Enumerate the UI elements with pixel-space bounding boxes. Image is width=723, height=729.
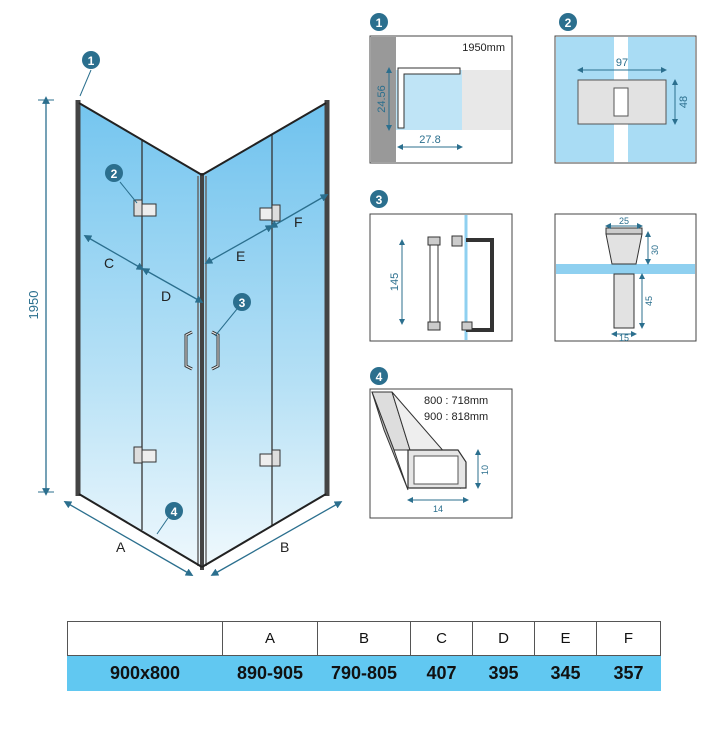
table-header-cell: B xyxy=(317,621,411,656)
marker-1: 1 xyxy=(79,51,100,97)
table-cell: 890-905 xyxy=(222,655,318,691)
detail-1-dim-v: 24.56 xyxy=(376,85,388,113)
right-glass-panel xyxy=(201,101,327,569)
detail-4-line-1: 800 : 718mm xyxy=(424,395,488,407)
height-label: 1950 xyxy=(26,291,41,320)
table-header-cell: C xyxy=(410,621,473,656)
svg-text:3: 3 xyxy=(239,296,246,310)
hinge-bottom-right xyxy=(271,449,281,467)
table-cell: 357 xyxy=(596,655,661,691)
left-glass-panel xyxy=(78,101,203,569)
table-header-row: A B C D E F xyxy=(67,621,661,656)
table-cell: 345 xyxy=(534,655,597,691)
svg-text:1: 1 xyxy=(88,54,95,68)
detail-2-dim-w: 97 xyxy=(616,57,628,69)
hinge-bottom-left xyxy=(133,446,143,464)
dimension-lines xyxy=(38,96,343,576)
table-row: 900x800 890-905 790-805 407 395 345 357 xyxy=(67,655,661,691)
detail-3b-dim-h1: 30 xyxy=(650,245,660,255)
table-cell: 395 xyxy=(472,655,535,691)
table-cell: 790-805 xyxy=(317,655,411,691)
detail-4-dim-v: 10 xyxy=(480,465,490,475)
table-cell-size: 900x800 xyxy=(67,655,223,691)
marker-2: 2 xyxy=(105,164,138,204)
label-f: F xyxy=(294,214,303,230)
svg-text:4: 4 xyxy=(376,370,383,384)
svg-text:3: 3 xyxy=(376,193,383,207)
detail-3b-dim-w2: 15 xyxy=(619,333,629,343)
marker-3: 3 xyxy=(214,293,251,337)
detail-3b: 25 30 45 15 xyxy=(554,213,697,343)
detail-3b-dim-h2: 45 xyxy=(644,296,654,306)
label-b: B xyxy=(280,539,289,555)
label-e: E xyxy=(236,248,245,264)
detail-4: 4 800 : 718mm 900 : 818mm 10 14 xyxy=(369,367,513,519)
shower-enclosure xyxy=(75,100,330,570)
label-d: D xyxy=(161,288,171,304)
detail-1-height: 1950mm xyxy=(462,42,505,54)
table-header-cell xyxy=(67,621,223,656)
dimensions-table: A B C D E F 900x800 890-905 790-805 407 … xyxy=(67,621,661,691)
table-header-cell: F xyxy=(596,621,661,656)
marker-4: 4 xyxy=(156,502,183,535)
detail-4-line-2: 900 : 818mm xyxy=(424,411,488,423)
detail-2: 2 97 48 xyxy=(554,13,697,164)
detail-3: 3 145 xyxy=(369,190,513,342)
svg-text:2: 2 xyxy=(565,16,572,30)
table-header-cell: E xyxy=(534,621,597,656)
detail-4-dim-h: 14 xyxy=(433,504,443,514)
svg-text:1: 1 xyxy=(376,16,383,30)
detail-2-dim-h: 48 xyxy=(678,96,690,108)
label-c: C xyxy=(104,255,114,271)
table-header-cell: D xyxy=(472,621,535,656)
detail-1: 1 1950mm 24.56 27.8 xyxy=(369,13,513,164)
svg-text:4: 4 xyxy=(171,505,178,519)
detail-1-dim-h: 27.8 xyxy=(419,134,440,146)
detail-3-dim-v: 145 xyxy=(389,273,401,291)
label-a: A xyxy=(116,539,126,555)
hinge-top-right xyxy=(271,204,281,222)
hinge-top-left xyxy=(133,199,143,217)
svg-text:2: 2 xyxy=(111,167,118,181)
table-header-cell: A xyxy=(222,621,318,656)
detail-3b-dim-w: 25 xyxy=(619,216,629,226)
table-cell: 407 xyxy=(410,655,473,691)
